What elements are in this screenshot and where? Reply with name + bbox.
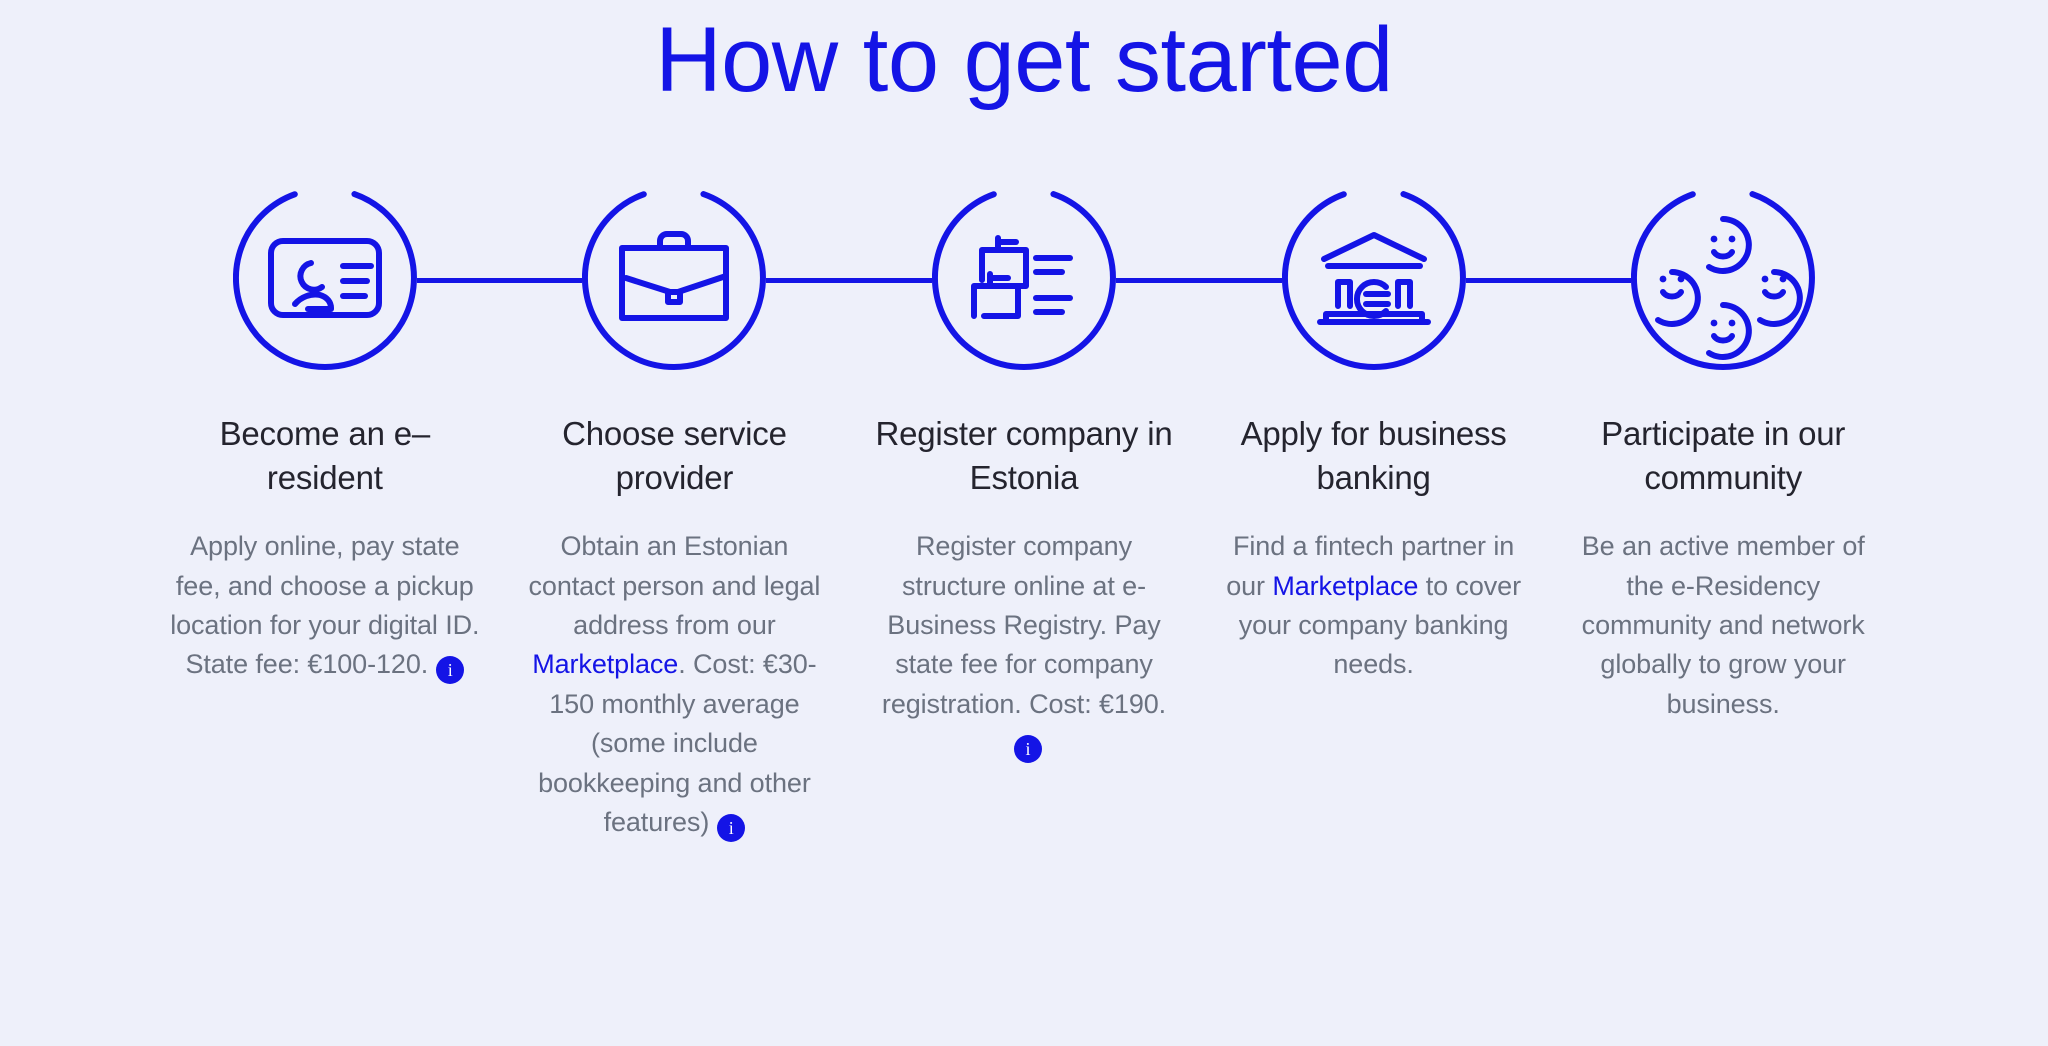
connector-line-2-3: [766, 278, 850, 283]
step-body-text-before: Obtain an Estonian contact person and le…: [528, 531, 821, 640]
info-icon[interactable]: i: [717, 813, 746, 842]
step-register-company-in-estonia: Register company in Estonia Register com…: [849, 180, 1199, 764]
connector-line-1-2: [416, 278, 500, 283]
step-body: Be an active member of the e-Residency c…: [1564, 527, 1882, 724]
connector-line-1-2-left: [499, 278, 583, 283]
step-body: Register company structure online at e-B…: [865, 527, 1183, 764]
step-3-icon-row: [849, 180, 1199, 376]
step-title: Apply for business banking: [1240, 415, 1507, 496]
step-body-text-after: . Cost: €30-150 monthly average (some in…: [538, 649, 817, 837]
company-registry-icon: [932, 186, 1116, 370]
steps-row: Become an e–resident Apply online, pay s…: [0, 180, 2048, 842]
step-body-text-after: to cover your company banking needs.: [1238, 570, 1521, 680]
step-2-icon-row: [499, 180, 850, 376]
step-title: Become an e–resident: [219, 415, 431, 496]
step-title: Choose service provider: [562, 415, 787, 496]
bank-euro-icon: [1281, 186, 1466, 370]
step-title: Participate in our community: [1601, 415, 1846, 496]
id-card-icon: [232, 186, 417, 370]
step-choose-service-provider: Choose service provider Obtain an Estoni…: [499, 180, 850, 842]
step-title: Register company in Estonia: [875, 415, 1173, 496]
connector-line-4-5-left: [1548, 278, 1632, 283]
briefcase-icon: [582, 186, 767, 370]
info-icon[interactable]: i: [1014, 735, 1042, 764]
connector-line-4-5: [1465, 278, 1549, 283]
step-5-icon-row: [1548, 180, 1898, 376]
step-body: Obtain an Estonian contact person and le…: [515, 527, 833, 842]
connector-line-3-4: [1116, 278, 1199, 283]
connector-line-3-4-left: [1198, 278, 1282, 283]
marketplace-link[interactable]: Marketplace: [532, 649, 679, 680]
step-participate-in-our-community: Participate in our community Be an activ…: [1548, 180, 1898, 724]
info-icon[interactable]: i: [436, 656, 465, 685]
step-apply-for-business-banking: Apply for business banking Find a fintec…: [1198, 180, 1549, 685]
step-body: Apply online, pay state fee, and choose …: [166, 527, 484, 685]
step-1-icon-row: [150, 180, 500, 376]
step-body-text-before: Find a fintech partner in our: [1226, 531, 1515, 601]
community-smileys-icon: [1631, 186, 1816, 370]
step-4-icon-row: [1198, 180, 1549, 376]
step-body-text-before: Be an active member of the e-Residency c…: [1581, 531, 1865, 719]
connector-line-2-3-left: [849, 278, 932, 283]
marketplace-link[interactable]: Marketplace: [1272, 570, 1419, 601]
step-body: Find a fintech partner in our Marketplac…: [1215, 527, 1533, 685]
page-title: How to get started: [655, 9, 1393, 111]
step-body-text-before: Apply online, pay state fee, and choose …: [170, 531, 480, 680]
step-body-text-before: Register company structure online at e-B…: [881, 531, 1167, 719]
step-become-an-e-resident: Become an e–resident Apply online, pay s…: [150, 180, 500, 685]
